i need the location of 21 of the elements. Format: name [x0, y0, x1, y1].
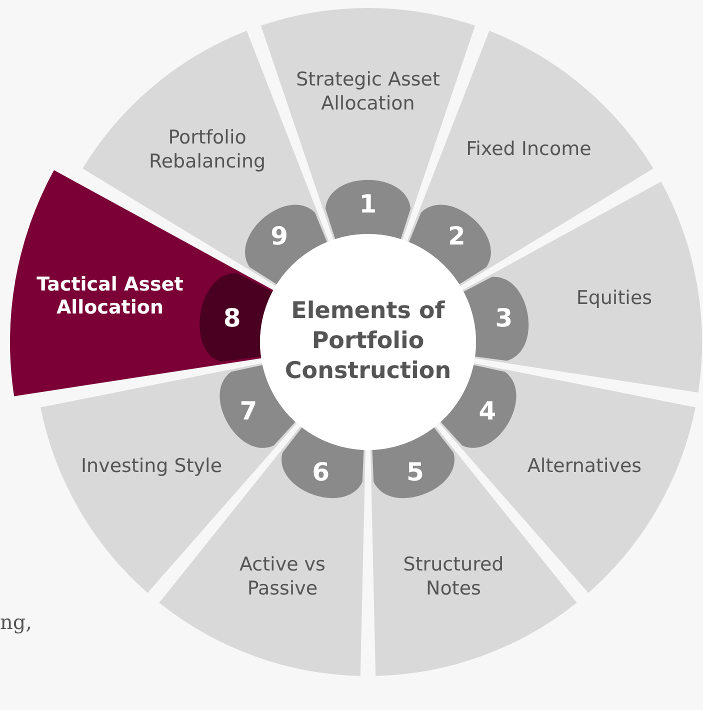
text-fragment: ng,	[0, 610, 32, 634]
segment-label: Equities	[575, 286, 654, 310]
step-number: 8	[223, 304, 241, 333]
segment-label: Fixed Income	[465, 138, 592, 162]
segment-label: Alternatives	[526, 455, 643, 479]
step-number: 7	[240, 396, 258, 426]
center-title: Elements of Portfolio Construction	[283, 297, 453, 387]
step-number: 9	[270, 222, 288, 251]
step-number: 4	[478, 396, 496, 426]
step-number: 5	[406, 457, 424, 486]
segment-label: Portfolio Rebalancing	[148, 126, 267, 174]
step-number: 1	[359, 190, 377, 218]
segment-label: Investing Style	[80, 455, 224, 479]
segment-label: Active vs Passive	[238, 553, 326, 601]
wheel-segment	[462, 181, 702, 393]
segment-label: Structured Notes	[402, 553, 505, 601]
segment-label: Tactical Asset Allocation	[36, 272, 184, 320]
step-number: 2	[448, 222, 466, 251]
step-number: 3	[495, 304, 513, 333]
step-number: 6	[312, 457, 330, 486]
segment-label: Strategic Asset Allocation	[295, 68, 441, 116]
